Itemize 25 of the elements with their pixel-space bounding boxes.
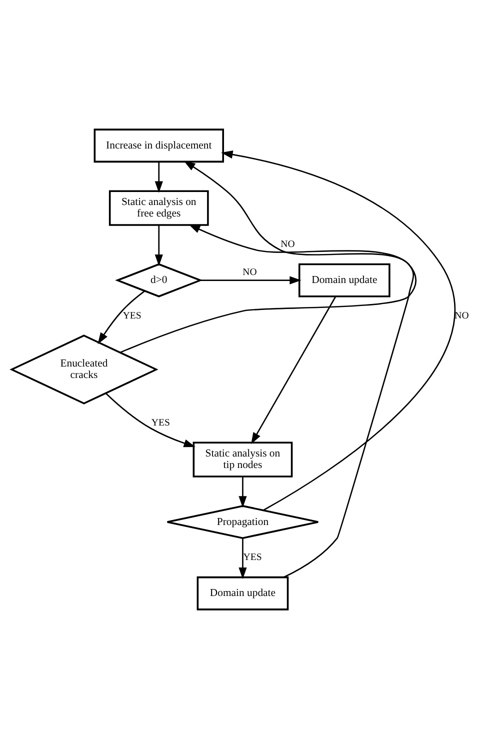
edge-label: YES bbox=[243, 552, 262, 563]
arrow bbox=[188, 224, 414, 578]
edge-label: NO bbox=[454, 310, 469, 321]
node-diamond: Enucleated cracks bbox=[10, 334, 158, 404]
arrow bbox=[221, 150, 456, 510]
arrow bbox=[120, 160, 416, 353]
arrow bbox=[154, 224, 163, 266]
arrow bbox=[238, 538, 247, 579]
node-diamond: Propagation bbox=[166, 504, 320, 538]
edge-label: NO bbox=[242, 266, 257, 278]
edge-label: YES bbox=[151, 417, 170, 428]
arrow bbox=[238, 476, 247, 508]
node-box: Increase in displacement bbox=[94, 128, 224, 162]
node-box: Domain update bbox=[196, 576, 289, 610]
node-box: Domain update bbox=[298, 262, 390, 297]
arrow bbox=[105, 392, 196, 447]
edge-label: YES bbox=[122, 310, 142, 321]
node-diamond: d>0 bbox=[115, 262, 203, 297]
arrow bbox=[251, 296, 336, 444]
node-box: Static analysis on free edges bbox=[108, 190, 209, 226]
arrow bbox=[154, 161, 163, 192]
arrow bbox=[98, 290, 146, 344]
arrow bbox=[200, 276, 302, 284]
edge-label: NO bbox=[280, 238, 295, 250]
node-box: Static analysis on tip nodes bbox=[192, 441, 293, 477]
